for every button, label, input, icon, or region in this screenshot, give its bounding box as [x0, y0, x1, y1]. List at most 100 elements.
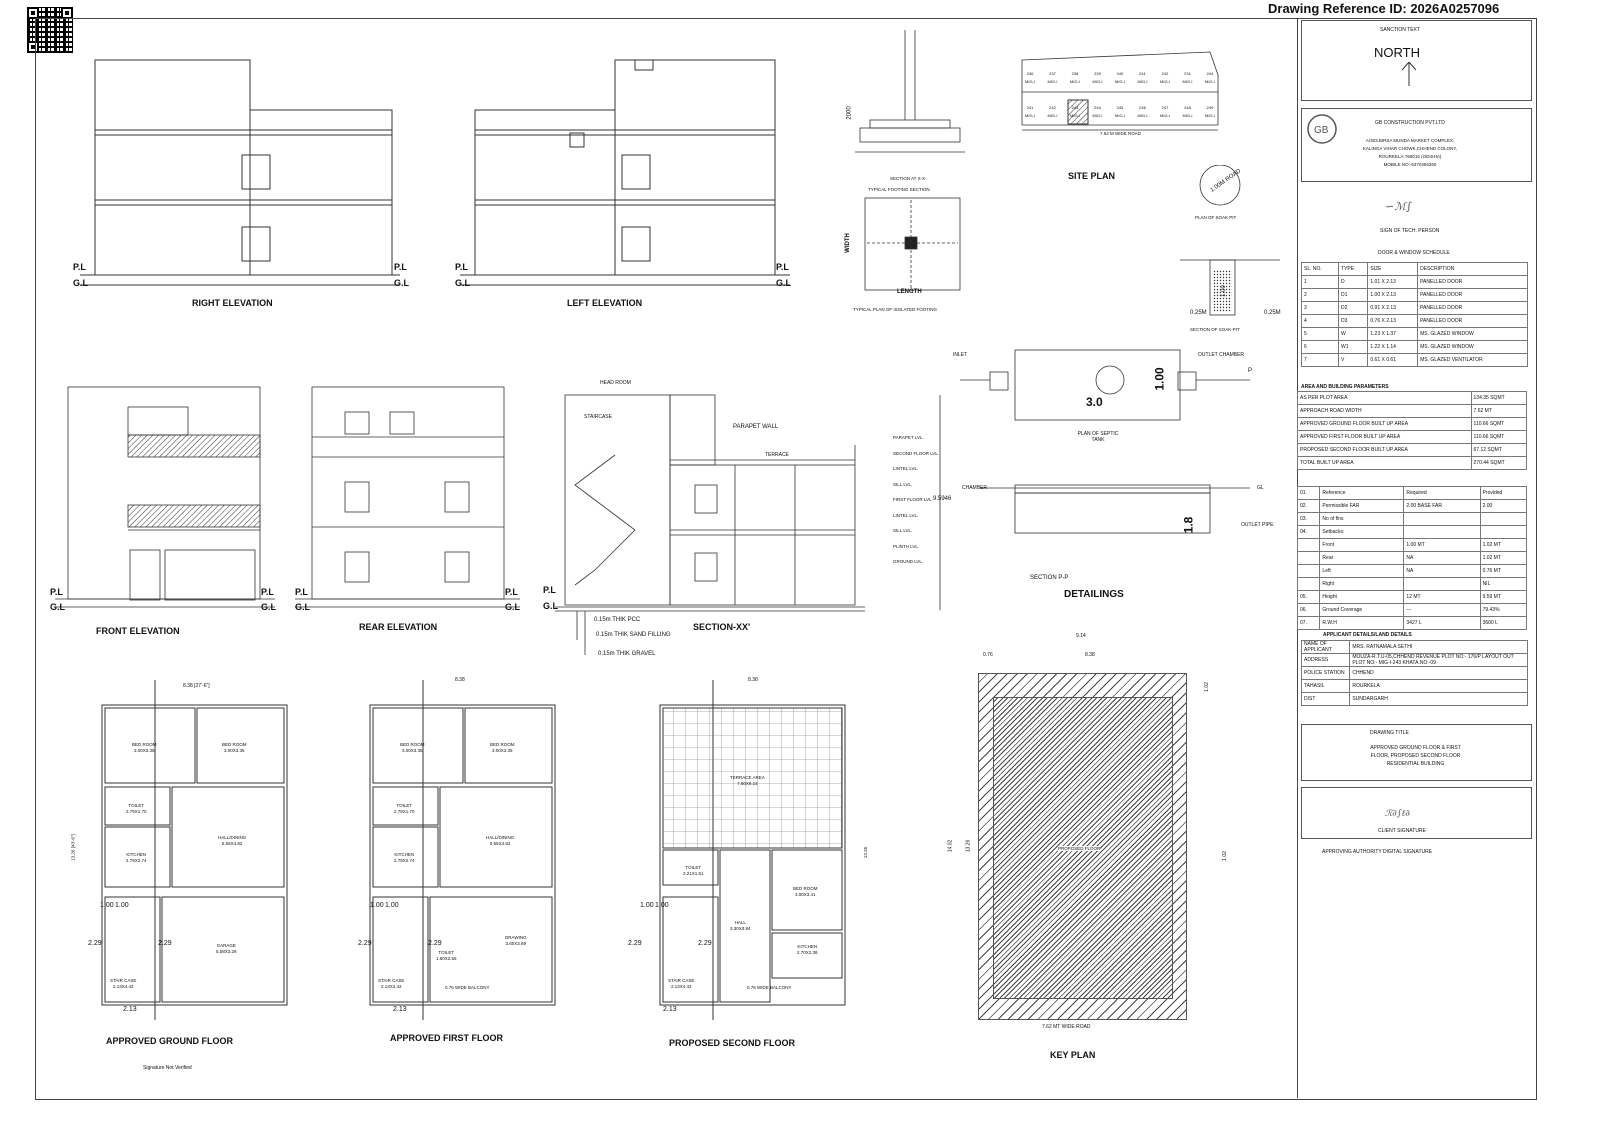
site-plan-drawing [1021, 51, 1219, 131]
table-cell: 79.43% [1479, 603, 1528, 617]
table-cell: MS. GLAZED VENTILATOR [1417, 353, 1528, 367]
site-plan-title: SITE PLAN [1068, 171, 1116, 181]
plot-number: 248 [1184, 105, 1191, 110]
table-cell: PROPOSED SECOND FLOOR BUILT UP AREA [1297, 443, 1472, 457]
table-header-cell: DESCRIPTION [1417, 262, 1528, 276]
table-header-cell: SIZE [1367, 262, 1419, 276]
table-cell: 4 [1300, 314, 1340, 328]
level-pl: P.L [394, 262, 407, 272]
room-label-line: DRAWING [505, 935, 527, 940]
table-cell [1296, 564, 1321, 578]
key-plan-title: KEY PLAN [1050, 1050, 1096, 1060]
table-cell: POLICE STATION [1300, 666, 1351, 680]
table-cell: DIST [1300, 692, 1351, 706]
septic-outlet-pipe: OUTLET PIPE [1241, 522, 1274, 528]
level-pl: P.L [455, 262, 468, 272]
front-elevation-title: FRONT ELEVATION [96, 626, 180, 636]
room-label-line: 2.13X4.42 [670, 984, 692, 989]
room-label-line: HALL/DINING [218, 835, 247, 840]
second-dim-top: 8.38 [748, 677, 758, 683]
table-cell: NA [1403, 551, 1481, 565]
table-header-cell: Required [1403, 486, 1481, 500]
table-cell: 0.91 X 2.13 [1367, 301, 1419, 315]
room-label-line: 3.00X3.35 [133, 748, 155, 753]
ground-dim-top: 8.38 [27'-6"] [183, 683, 210, 689]
room-label-line: BED ROOM [222, 742, 247, 747]
plot-type: MIG-I [1205, 79, 1215, 84]
table-cell: D2 [1338, 301, 1369, 315]
level-pl: P.L [50, 587, 63, 597]
table-cell: NA [1403, 564, 1481, 578]
parameter-row: 03.No of fins [1296, 512, 1528, 526]
plan-dimension: 1.00 [370, 902, 384, 909]
table-cell: 1.23 X 1.37 [1367, 327, 1419, 341]
section-level-label: PARAPET LVL. [893, 435, 924, 440]
table-cell: 1.22 X 1.14 [1367, 340, 1419, 354]
plot-type: MIG-I [1092, 79, 1103, 84]
room-label-line: 3.60X3.69 [505, 941, 527, 946]
table-cell: 07. [1296, 616, 1321, 630]
section-level-label: LINTEL LVL. [893, 466, 919, 471]
plot-number: 240 [1116, 71, 1124, 76]
key-plan-dim-s2: 13.26 [965, 839, 972, 853]
septic-plan-title: PLAN OF SEPTIC TANK [1077, 431, 1119, 443]
table-header-cell: Reference [1319, 486, 1405, 500]
level-gl: G.L [455, 278, 470, 288]
room-label-line: BED ROOM [400, 742, 425, 747]
plot-number: 231 [1184, 71, 1191, 76]
plot-number: 239 [1094, 71, 1101, 76]
footing-length: LENGTH [897, 289, 922, 295]
ground-dim-side: 13.26 [43'-6"] [70, 834, 76, 861]
first-balcony: 0.76 WIDE BALCONY [445, 985, 490, 990]
plot-number: 236 [1026, 71, 1034, 76]
floor-plans-drawing [101, 680, 846, 1020]
parameter-row: 06.Ground Coverage---79.43% [1296, 603, 1528, 617]
sanction-text: SANCTION TEXT [1380, 27, 1420, 33]
front-rear-elevations [55, 386, 520, 608]
key-plan-road: 7.62 MT WIDE ROAD [1042, 1024, 1091, 1030]
septic-outlet: OUTLET CHAMBER [1198, 352, 1245, 358]
table-cell: No of fins [1319, 512, 1405, 526]
table-cell: AS PER PLOT AREA [1297, 391, 1472, 405]
table-cell: PANELLED DOOR [1417, 301, 1528, 315]
septic-length: 3.0 [1086, 395, 1103, 409]
plan-dimension: 1.00 [100, 902, 114, 909]
table-cell: W1 [1338, 340, 1369, 354]
plan-dimension: 1.00 [385, 902, 399, 909]
plot-type: MIG-I [1047, 79, 1058, 84]
plan-dimension: 2.29 [158, 940, 172, 947]
room-label-line: 2.79X2.74 [394, 858, 415, 863]
room-label-line: 1.60X2.55 [436, 956, 457, 961]
table-cell: 2.00 [1479, 499, 1528, 513]
company-address-line: ROURKELA-769015 (ODISHA) [1378, 154, 1442, 159]
plan-dimension: 2.29 [88, 940, 102, 947]
room-label-line: HALL [734, 920, 746, 925]
table-cell: V [1338, 353, 1369, 367]
room-label-line: HALL/DINING [486, 835, 515, 840]
table-cell: D1 [1338, 288, 1369, 302]
parameter-row: 04.Setbacks: [1296, 525, 1528, 539]
septic-tank-drawing [960, 349, 1250, 534]
table-cell: 12 MT [1403, 590, 1481, 604]
table-cell: 1.00 MT [1403, 538, 1481, 552]
room-label-line: TOILET [396, 803, 413, 808]
